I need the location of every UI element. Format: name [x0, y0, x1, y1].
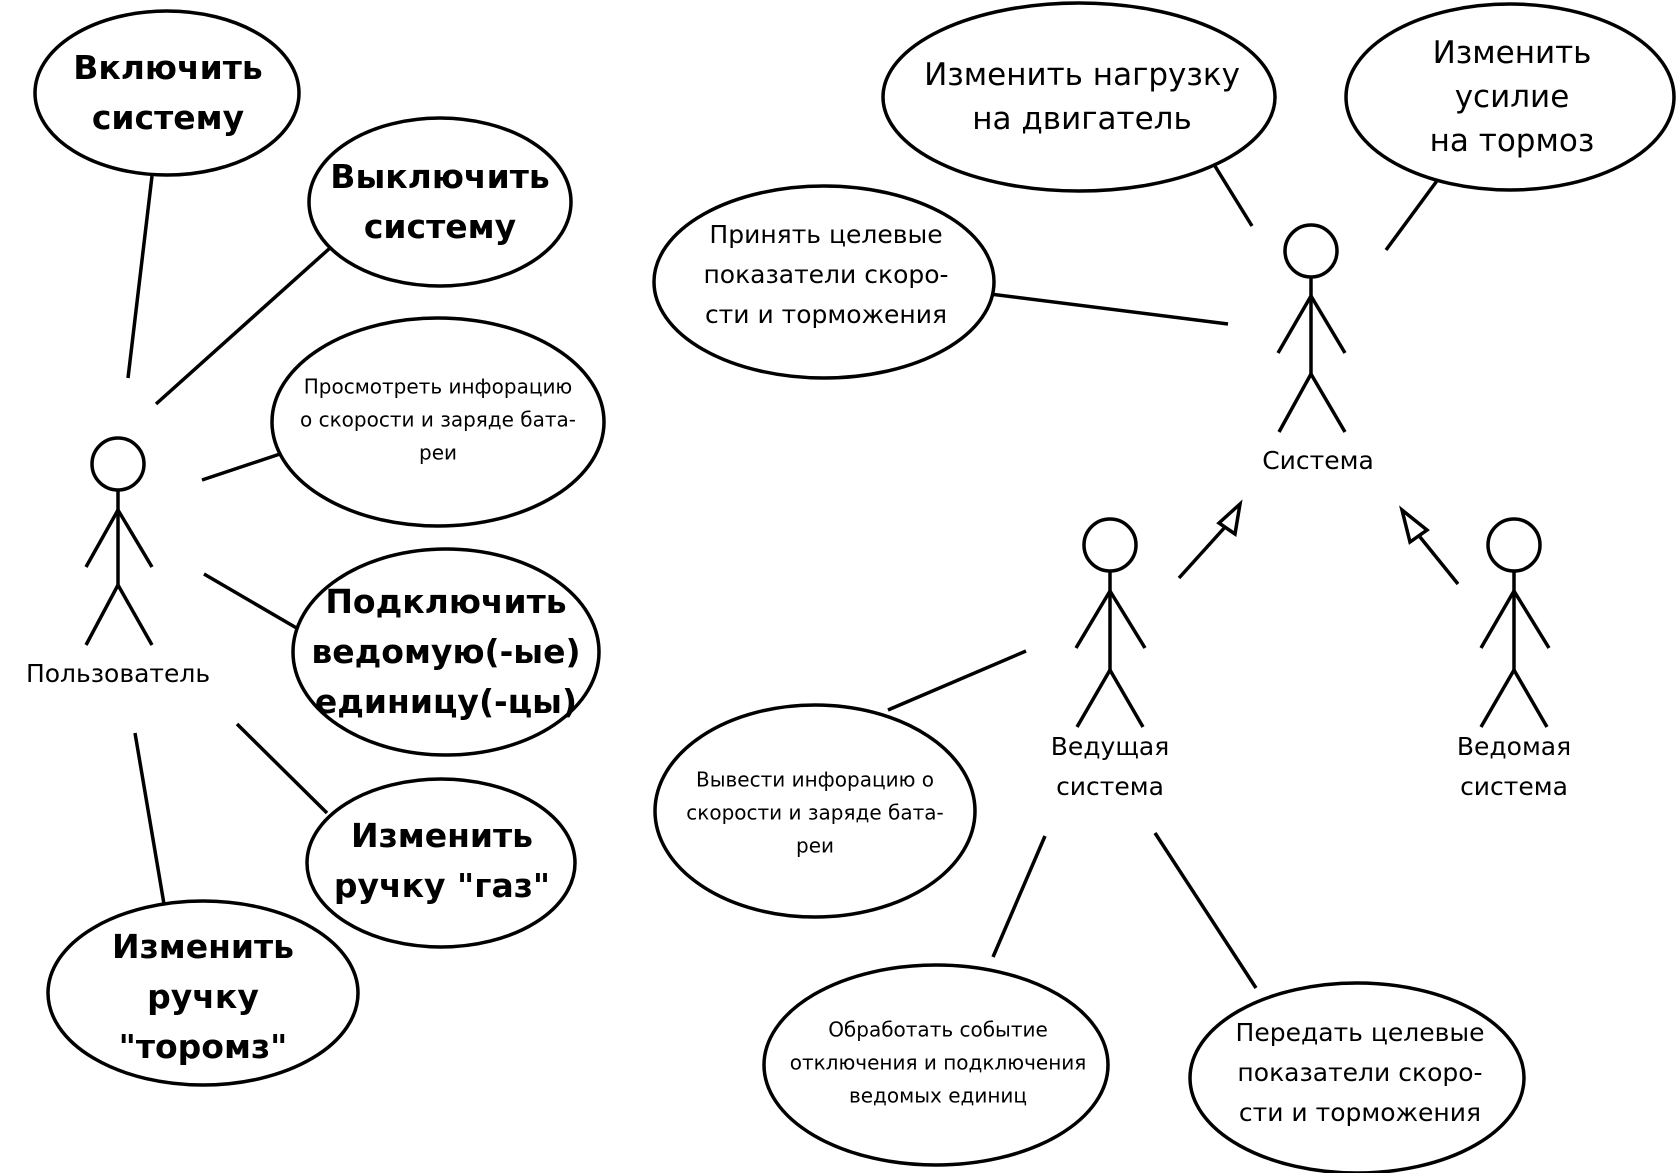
usecase-enable-system-shape[interactable]	[33, 9, 301, 177]
actor-follower-figure[interactable]	[1479, 517, 1551, 728]
usecase-output-info-shape[interactable]	[653, 703, 977, 919]
actor-head-icon	[1082, 517, 1138, 573]
actor-system-figure[interactable]	[1276, 223, 1347, 433]
actor-head-icon	[90, 436, 146, 492]
usecase-accept-targets-label: Принять целевые показатели скоро- сти и …	[703, 220, 949, 329]
hollow-arrowhead-icon	[1216, 499, 1243, 537]
usecase-brake-handle-shape[interactable]	[46, 899, 360, 1087]
assoc-user-throttle	[235, 722, 329, 815]
assoc-system-accept-targets	[989, 292, 1229, 326]
usecase-output-info-label: Вывести инфорацию о скорости и заряде ба…	[686, 767, 944, 858]
usecase-handle-events-label: Обработать событие отключения и подключе…	[789, 1017, 1087, 1108]
usecase-engine-load-shape[interactable]	[881, 1, 1277, 193]
usecase-connect-followers-shape[interactable]	[291, 547, 601, 757]
actor-follower-label: Ведомая система	[1456, 732, 1572, 801]
assoc-user-brake	[133, 732, 167, 911]
usecase-enable-system-label: Включить систему	[73, 48, 263, 137]
generalization-leader-to-system	[1177, 499, 1243, 580]
usecase-view-info-shape[interactable]	[270, 316, 606, 528]
assoc-system-brake-force	[1384, 172, 1444, 252]
actor-user-label: Пользователь	[25, 659, 211, 688]
usecase-brake-force-shape[interactable]	[1344, 2, 1676, 192]
actor-leader-figure[interactable]	[1074, 517, 1147, 728]
actor-leader-label: Ведущая система	[1050, 732, 1170, 801]
usecase-accept-targets-shape[interactable]	[652, 184, 996, 380]
usecase-throttle-shape[interactable]	[305, 777, 577, 949]
actor-user-figure[interactable]	[84, 436, 154, 646]
generalization-follower-to-system	[1399, 505, 1460, 586]
assoc-user-enable	[126, 175, 154, 379]
actor-head-icon	[1486, 517, 1542, 573]
assoc-user-disable	[154, 246, 332, 406]
assoc-leader-send-targets	[1153, 832, 1258, 989]
usecase-brake-handle-label: Изменить ручку "торомз"	[111, 927, 295, 1066]
usecase-handle-events-shape[interactable]	[762, 963, 1110, 1167]
usecase-engine-load-label: Изменить нагрузку на двигатель	[924, 57, 1240, 137]
actor-head-icon	[1283, 223, 1339, 279]
assoc-system-engine-load	[1208, 157, 1254, 227]
usecase-connect-followers-label: Подключить ведомую(-ые) единицу(-цы)	[311, 582, 581, 721]
assoc-user-view-info	[201, 452, 281, 482]
hollow-arrowhead-icon	[1399, 505, 1430, 545]
usecase-throttle-label: Изменить ручку "газ"	[333, 816, 551, 905]
actor-system-label: Система	[1262, 446, 1374, 475]
generalizations	[1177, 499, 1460, 586]
usecase-send-targets-shape[interactable]	[1188, 981, 1526, 1173]
usecase-send-targets-label: Передать целевые показатели скоро- сти и…	[1235, 1018, 1485, 1127]
usecase-view-info-label: Просмотреть инфорацию о скорости и заряд…	[299, 374, 577, 465]
associations	[126, 157, 1444, 989]
usecase-disable-system-shape[interactable]	[307, 116, 573, 288]
assoc-leader-output-info	[887, 649, 1027, 712]
usecase-brake-force-label: Изменить усилие на тормоз	[1429, 35, 1595, 159]
usecase-disable-system-label: Выключить систему	[330, 157, 550, 246]
assoc-user-connect	[203, 572, 301, 632]
assoc-leader-handle-events	[991, 835, 1047, 958]
use-case-ellipses	[33, 1, 1676, 1173]
